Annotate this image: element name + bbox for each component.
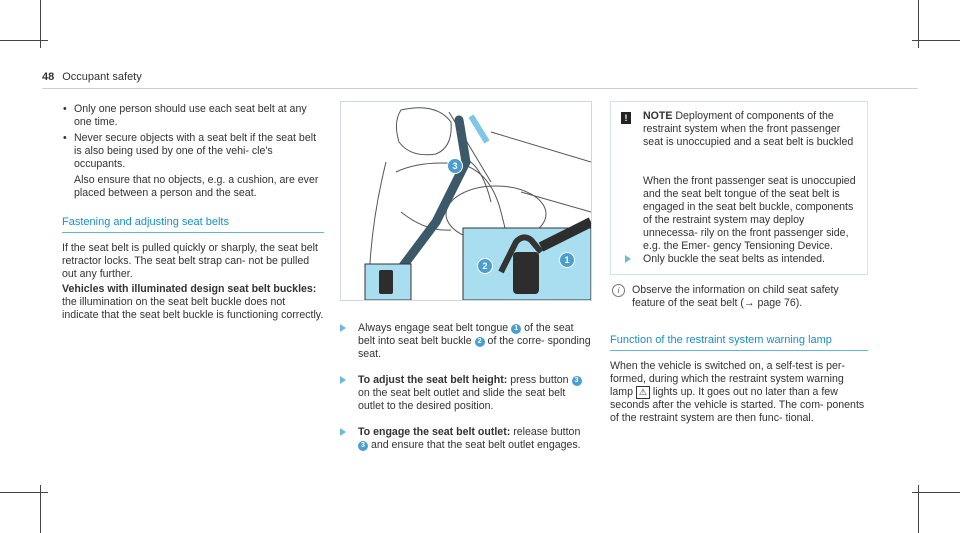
paragraph-text: lights up. It goes out no later than a f…: [610, 386, 865, 424]
section-title-fastening: Fastening and adjusting seat belts: [62, 216, 324, 233]
warning-icon: !: [621, 112, 631, 124]
step-arrow-icon: [340, 324, 346, 332]
arm-outline: [400, 211, 452, 231]
crop-mark: [0, 492, 48, 493]
step-text: Always engage seat belt tongue: [358, 322, 512, 334]
note-label: NOTE: [643, 110, 673, 122]
callout-number: 1: [564, 255, 570, 265]
header-rule: [42, 88, 918, 89]
instruction-step: To engage the seat belt outlet: release …: [340, 426, 592, 452]
crop-mark: [912, 40, 960, 41]
step-bold-lead: To engage the seat belt outlet:: [358, 426, 511, 438]
bullet-list: Only one person should use each seat bel…: [62, 103, 324, 171]
bullet-item: Never secure objects with a seat belt if…: [62, 132, 324, 171]
door-line: [490, 131, 592, 163]
headrest-outline: [395, 107, 452, 156]
section-title-warning-lamp: Function of the restraint system warning…: [610, 334, 868, 351]
instruction-step: To adjust the seat belt height: press bu…: [340, 374, 592, 413]
section-name: Occupant safety: [62, 71, 142, 83]
seat-belt-illustration: 3 2 1: [340, 101, 594, 301]
seat-belt-strap: [386, 115, 471, 287]
step-arrow-icon: [340, 428, 346, 436]
page-number: 48: [42, 71, 55, 83]
door-line: [520, 191, 592, 213]
paragraph: When the vehicle is switched on, a self-…: [610, 360, 868, 425]
crop-mark: [918, 0, 919, 48]
step-text: and ensure that the seat belt outlet eng…: [368, 439, 581, 451]
crop-mark: [40, 0, 41, 48]
note-step-text: Only buckle the seat belts as intended.: [643, 253, 825, 265]
step-text: release button: [510, 426, 581, 438]
step-text: press button: [507, 374, 572, 386]
callout-1: 1: [559, 252, 575, 268]
column-left: Only one person should use each seat bel…: [62, 103, 324, 322]
crop-mark: [918, 485, 919, 533]
paragraph-bold-lead: Vehicles with illuminated design seat be…: [62, 283, 317, 295]
buckle-body: [513, 252, 539, 294]
crop-mark: [912, 492, 960, 493]
page-ref-arrow-icon: →: [743, 297, 755, 309]
info-page-ref[interactable]: page 76).: [754, 297, 803, 309]
belt-webbing: [538, 217, 594, 252]
buckle-small: [379, 270, 393, 294]
callout-2: 2: [477, 258, 493, 274]
step-arrow-icon: [625, 255, 631, 263]
seat-belt-drawing: [364, 107, 594, 301]
callout-number: 3: [452, 161, 458, 171]
crop-mark: [40, 485, 41, 533]
info-note: i Observe the information on child seat …: [612, 284, 866, 310]
bullet-item: Only one person should use each seat bel…: [62, 103, 324, 129]
callout-number: 2: [482, 261, 488, 271]
step-arrow-icon: [340, 376, 346, 384]
note-box: ! NOTE Deployment of components of the r…: [610, 101, 868, 275]
crop-mark: [0, 40, 48, 41]
step-text: on the seat belt outlet and slide the se…: [358, 387, 566, 412]
column-right: Function of the restraint system warning…: [610, 334, 868, 425]
callout-3: 3: [447, 158, 463, 174]
bullet-followup: Also ensure that no objects, e.g. a cush…: [74, 174, 319, 199]
height-adjust-arrow: [468, 114, 490, 144]
step-bold-lead: To adjust the seat belt height:: [358, 374, 508, 386]
belt-tongue: [498, 234, 544, 274]
callout-inline-3: 3: [358, 441, 368, 451]
callout-inline-3: 3: [571, 376, 582, 386]
note-step: Only buckle the seat belts as intended.: [625, 253, 879, 266]
paragraph-text: When the vehicle is switched on, a self-…: [610, 360, 845, 398]
paragraph: If the seat belt is pulled quickly or sh…: [62, 242, 318, 280]
note-body: When the front passenger seat is unoccup…: [643, 175, 856, 252]
paragraph: Vehicles with illuminated design seat be…: [62, 283, 324, 322]
column-middle: Always engage seat belt tongue 1 of the …: [340, 322, 592, 465]
info-icon: i: [612, 284, 625, 297]
restraint-warning-lamp-icon: ⚠: [635, 386, 650, 399]
info-text: Observe the information on child seat sa…: [632, 284, 839, 309]
note-title: NOTE Deployment of components of the res…: [643, 110, 859, 149]
step-text: of the seat belt into seat belt buckle: [358, 322, 574, 347]
note-title-text: Deployment of components of the restrain…: [643, 110, 854, 148]
page-header: 48 Occupant safety: [42, 71, 142, 83]
callout-inline-2: 2: [474, 337, 485, 347]
callout-inline-1: 1: [511, 324, 522, 334]
instruction-step: Always engage seat belt tongue 1 of the …: [340, 322, 592, 361]
paragraph-text: the illumination on the seat belt buckle…: [62, 296, 324, 321]
step-text: of the corre- sponding seat.: [358, 335, 591, 360]
